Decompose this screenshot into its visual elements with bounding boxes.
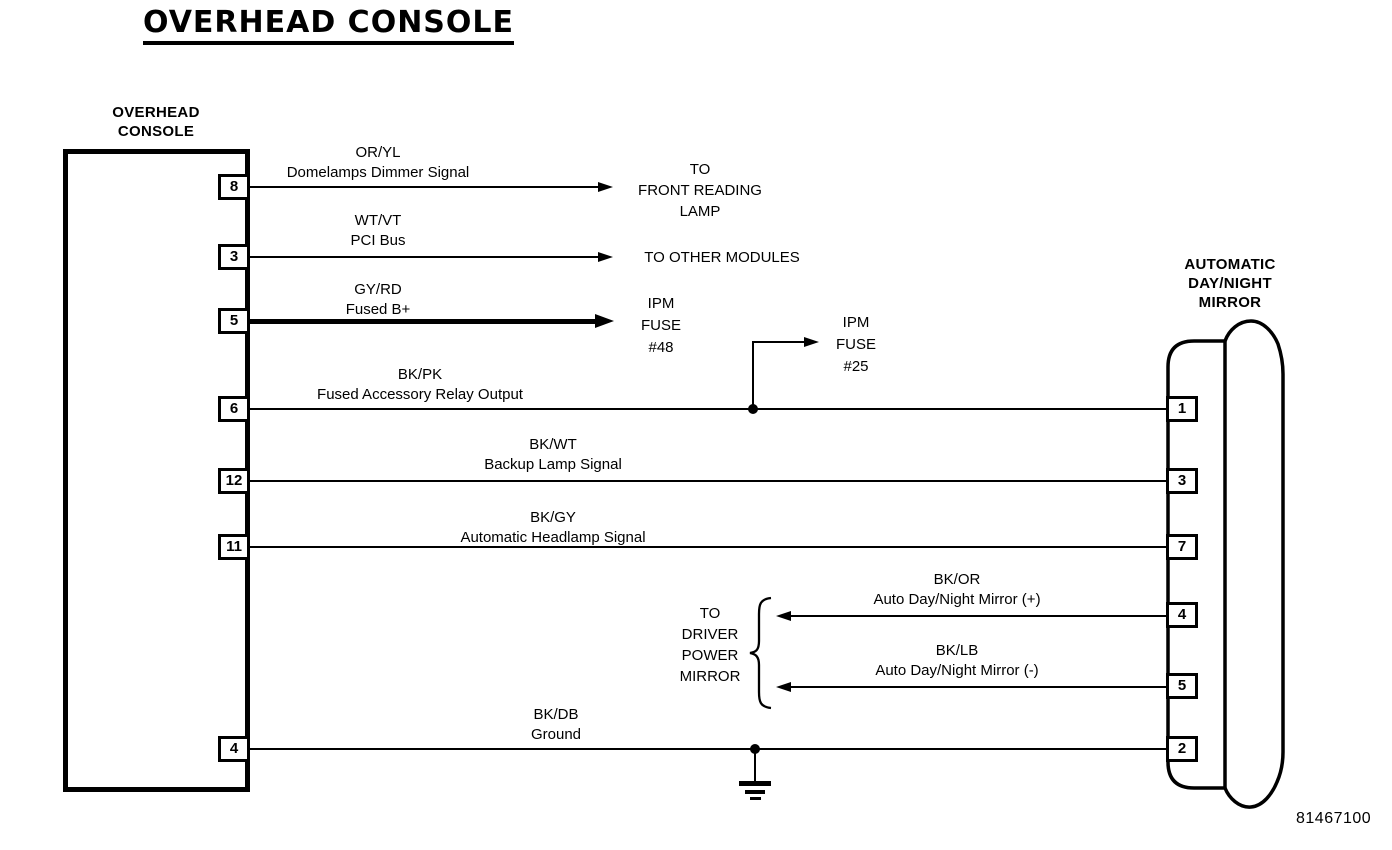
wire-name: Domelamps Dimmer Signal [286,164,470,181]
wire-name: Auto Day/Night Mirror (+) [873,591,1041,608]
dest-ipm-fuse-48: IPM FUSE #48 [641,293,681,359]
pin-console-8: 8 [218,174,250,200]
pin-mirror-3: 3 [1166,468,1198,494]
label-wire-mirror-minus: BK/LB Auto Day/Night Mirror (-) [875,641,1038,681]
pin-console-4: 4 [218,736,250,762]
label-wire-accessory-relay: BK/PK Fused Accessory Relay Output [317,365,523,405]
console-label: OVERHEAD CONSOLE [112,103,199,141]
pin-mirror-2: 2 [1166,736,1198,762]
mirror-connector-body [1223,319,1285,809]
wire-color-code: BK/OR [933,571,981,588]
arrowhead-mirror-minus [776,682,791,692]
pin-console-11: 11 [218,534,250,560]
dest-ipm-fuse-25: IPM FUSE #25 [836,312,876,378]
wire-name: Backup Lamp Signal [484,456,622,473]
label-wire-auto-headlamp: BK/GY Automatic Headlamp Signal [460,508,645,548]
wire-color-code: OR/YL [355,144,401,161]
console-label-line1: OVERHEAD [112,104,200,121]
wire-accessory-relay [250,408,1168,410]
pin-console-6: 6 [218,396,250,422]
pin-console-12: 12 [218,468,250,494]
page-title: OVERHEAD CONSOLE [143,5,515,45]
mirror-connector-outline [1166,339,1227,790]
wire-pci-bus [250,256,599,258]
dest-line: TO [699,605,721,622]
label-wire-backup-lamp: BK/WT Backup Lamp Signal [484,435,622,475]
wire-ground [250,748,1168,750]
label-wire-ground: BK/DB Ground [531,705,581,745]
dest-line: TO OTHER MODULES [644,249,800,266]
pin-mirror-5: 5 [1166,673,1198,699]
pin-console-5: 5 [218,308,250,334]
wire-fuse25-branch-horizontal [752,341,804,343]
ground-stem [754,749,756,783]
wire-color-code: BK/WT [529,436,577,453]
dest-line: IPM [842,314,870,331]
brace-icon [749,596,772,710]
dest-line: TO [689,161,711,178]
wire-name: Fused Accessory Relay Output [317,386,523,403]
wire-color-code: BK/DB [533,706,579,723]
dest-line: DRIVER [681,626,739,643]
pin-mirror-7: 7 [1166,534,1198,560]
mirror-label-line3: MIRROR [1198,294,1262,311]
wire-name: Fused B+ [345,301,411,318]
label-wire-fused-b-plus: GY/RD Fused B+ [346,280,411,320]
wire-auto-headlamp [250,546,1168,548]
part-number: 81467100 [1296,810,1372,827]
mirror-label-line2: DAY/NIGHT [1188,275,1272,292]
wire-color-code: GY/RD [354,281,402,298]
wire-fused-b-plus [250,319,595,324]
arrowhead-mirror-plus [776,611,791,621]
pin-console-3: 3 [218,244,250,270]
pin-mirror-4: 4 [1166,602,1198,628]
dest-line: FUSE [640,317,682,334]
wire-domelamps [250,186,599,188]
console-label-line2: CONSOLE [117,123,195,140]
wire-mirror-plus [789,615,1168,617]
arrowhead-domelamps [598,182,613,192]
wire-name: Ground [530,726,582,743]
dest-line: IPM [647,295,675,312]
dest-line: FUSE [835,336,877,353]
wire-color-code: BK/LB [935,642,979,659]
pin-mirror-1: 1 [1166,396,1198,422]
dest-other-modules: TO OTHER MODULES [644,247,800,268]
dest-line: MIRROR [679,668,741,685]
wire-backup-lamp [250,480,1168,482]
dest-line: POWER [681,647,739,664]
dest-line: LAMP [679,203,721,220]
arrowhead-pci-bus [598,252,613,262]
mirror-label-line1: AUTOMATIC [1184,256,1276,273]
wire-name: Automatic Headlamp Signal [460,529,646,546]
wire-color-code: WT/VT [354,212,402,229]
wire-fuse25-branch-vertical [752,342,754,409]
mirror-label: AUTOMATIC DAY/NIGHT MIRROR [1184,255,1275,312]
dest-driver-power-mirror: TO DRIVER POWER MIRROR [680,603,741,687]
dest-line: FRONT READING [638,182,762,199]
wire-name: Auto Day/Night Mirror (-) [875,662,1039,679]
arrowhead-fuse25 [804,337,819,347]
wire-color-code: BK/GY [530,509,576,526]
dest-line: #48 [648,339,674,356]
arrowhead-fused-b-plus [595,314,614,328]
wire-color-code: BK/PK [397,366,443,383]
label-wire-domelamps: OR/YL Domelamps Dimmer Signal [287,143,470,183]
wire-name: PCI Bus [350,232,406,249]
junction-dot [748,404,758,414]
label-wire-mirror-plus: BK/OR Auto Day/Night Mirror (+) [873,570,1040,610]
wire-mirror-minus [789,686,1168,688]
junction-dot [750,744,760,754]
label-wire-pci-bus: WT/VT PCI Bus [350,211,405,251]
dest-front-reading-lamp: TO FRONT READING LAMP [638,159,762,222]
dest-line: #25 [843,358,869,375]
